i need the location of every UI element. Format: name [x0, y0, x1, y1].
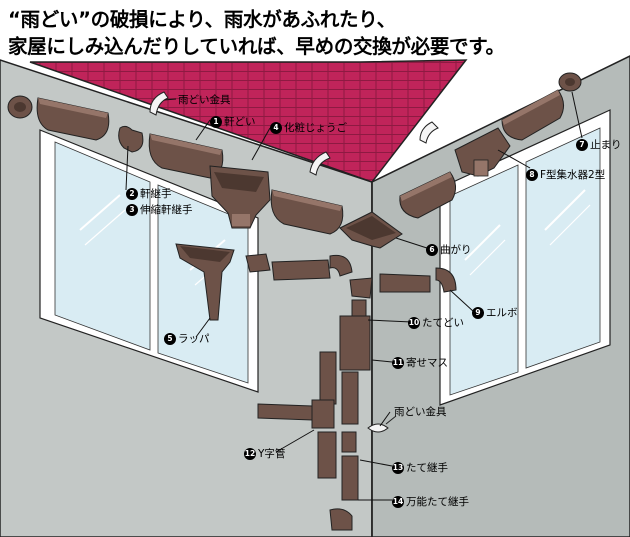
part-label: 軒継手 — [140, 188, 172, 200]
part-label: Y字管 — [258, 448, 286, 460]
label-part-3: 3 伸縮軒継手 — [126, 202, 193, 217]
part-label: ラッパ — [178, 333, 210, 345]
part-number-badge: 3 — [126, 203, 138, 216]
part-number-badge: 2 — [126, 187, 138, 200]
part-label: 止まり — [590, 139, 622, 151]
part-label: 寄せマス — [406, 357, 448, 369]
part-number-badge: 14 — [392, 495, 404, 508]
label-part-8: 8 F型集水器2型 — [526, 167, 605, 182]
part-number-badge: 11 — [392, 356, 404, 369]
label-part-6: 6 曲がり — [426, 242, 472, 257]
gutter-section-main — [148, 133, 224, 179]
part-number-badge: 12 — [244, 447, 256, 460]
label-part-2: 2 軒継手 — [126, 186, 172, 201]
part-number-badge: 6 — [426, 243, 438, 256]
part-label: 化粧じょうご — [284, 122, 347, 134]
label-bracket-bottom: 雨どい金具 — [394, 404, 447, 419]
part-number-badge: 1 — [210, 115, 222, 128]
gutter-bracket-2 — [309, 151, 331, 176]
part-label: F型集水器2型 — [540, 169, 606, 181]
left-end-cap — [7, 95, 33, 119]
label-part-9: 9 エルボ — [472, 305, 518, 320]
label-part-13: 13 たて継手 — [392, 460, 448, 475]
decorative-funnel-part — [209, 165, 271, 229]
corner-gutter-part — [339, 211, 403, 249]
gutter-section-right — [399, 89, 564, 219]
gutter-section-center — [270, 189, 344, 235]
part-label: エルボ — [486, 307, 518, 319]
headline-line-2: 家屋にしみ込んだりしていれば、早めの交換が必要です。 — [8, 35, 505, 58]
downpipe-pieces — [245, 253, 457, 531]
part-label: 万能たて継手 — [406, 496, 469, 508]
right-window — [439, 109, 611, 406]
label-part-11: 11 寄せマス — [392, 355, 448, 370]
part-number-badge: 5 — [164, 332, 176, 345]
part-number-badge: 9 — [472, 306, 484, 319]
leader-lines — [125, 91, 583, 501]
part-number-badge: 7 — [576, 138, 588, 151]
headline-line-1: “雨どい”の破損により、雨水があふれたり、 — [8, 8, 396, 31]
label-part-12: 12 Y字管 — [244, 446, 285, 461]
part-label: 伸縮軒継手 — [140, 204, 193, 216]
label-part-1: 1 軒どい — [210, 114, 256, 129]
label-part-10: 10 たてどい — [408, 315, 464, 330]
bracket-label: 雨どい金具 — [178, 94, 231, 106]
part-label: たてどい — [422, 317, 464, 329]
bracket-label: 雨どい金具 — [394, 406, 447, 418]
gutter-section-left — [36, 97, 110, 141]
wall-bracket — [367, 415, 397, 433]
label-bracket-top: 雨どい金具 — [178, 92, 231, 107]
label-part-14: 14 万能たて継手 — [392, 494, 469, 509]
part-label: 曲がり — [440, 244, 472, 256]
label-part-7: 7 止まり — [576, 137, 622, 152]
part-number-badge: 10 — [408, 316, 420, 329]
label-part-5: 5 ラッパ — [164, 331, 210, 346]
part-number-badge: 13 — [392, 461, 404, 474]
gutter-joint-part — [118, 125, 144, 153]
part-number-badge: 4 — [270, 121, 282, 134]
part-label: 軒どい — [224, 116, 256, 128]
label-part-4: 4 化粧じょうご — [270, 120, 347, 135]
roof — [29, 59, 468, 183]
part-number-badge: 8 — [526, 168, 538, 181]
stop-end-part — [558, 72, 582, 92]
part-label: たて継手 — [406, 462, 448, 474]
gutter-bracket-3 — [419, 121, 439, 144]
trumpet-part — [175, 243, 235, 321]
collector-part — [454, 127, 511, 177]
